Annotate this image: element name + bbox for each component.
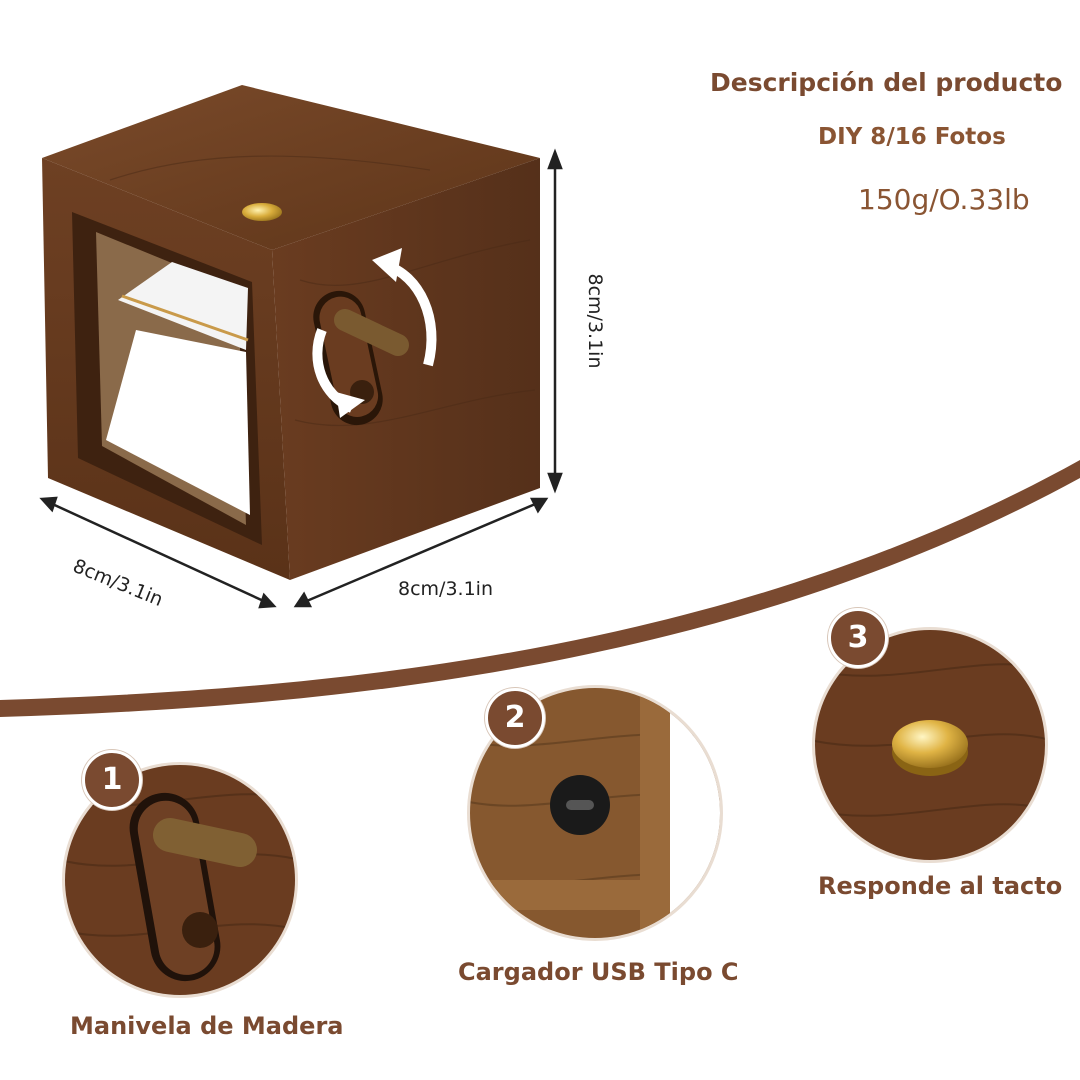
product-weight: 150g/O.33lb [858,183,1030,216]
description-heading: Descripción del producto [710,68,1063,97]
feature-label-usb: Cargador USB Tipo C [458,958,739,986]
feature-number-badge-3: 3 [828,608,888,668]
feature-label-crank: Manivela de Madera [70,1012,344,1040]
feature-number-badge-1: 1 [82,750,142,810]
photos-count: DIY 8/16 Fotos [818,124,1006,150]
dimension-width: 8cm/3.1in [398,578,493,600]
feature-number-badge-2: 2 [485,688,545,748]
feature-label-touch: Responde al tacto [818,872,1063,900]
